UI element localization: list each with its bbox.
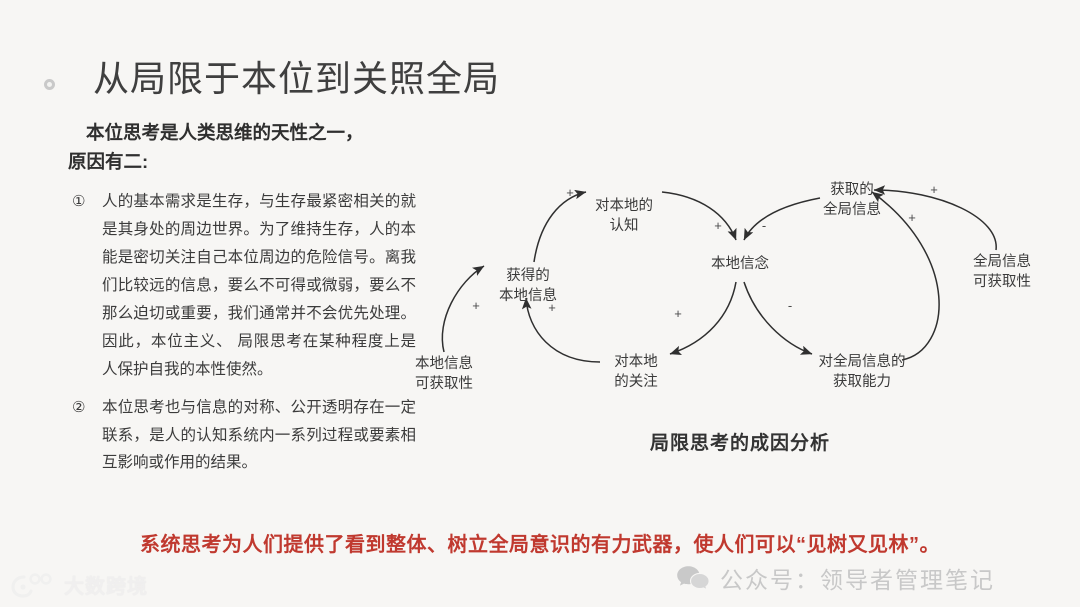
- node-label-line: 全局信息: [973, 252, 1031, 270]
- link-global-avail-to-global-info: [873, 185, 997, 251]
- wechat-icon: [677, 566, 710, 591]
- link-local-cog-to-local-belief: [661, 191, 737, 241]
- node-label-line: 认知: [610, 217, 639, 234]
- node-label-line: 获取的: [830, 181, 874, 198]
- diagram-caption: 局限思考的成因分析: [649, 433, 830, 454]
- sign-local-focus-local-info: +: [548, 300, 556, 315]
- slide-header: 从局限于本位到关照全局: [44, 26, 500, 126]
- diagram-node-global-info: 获取的 全局信息: [823, 181, 881, 218]
- node-label-line: 对全局信息的: [819, 352, 906, 370]
- circle-outline-icon: [44, 78, 55, 90]
- node-label-line: 可获取性: [415, 375, 473, 392]
- sign-local-info-local-cog: +: [566, 185, 574, 200]
- link-global-cap-to-global-info: [871, 191, 940, 361]
- diagram-node-local-focus: 对本地 的关注: [614, 353, 658, 390]
- list-item: ② 本位思考也与信息的对称、公开透明存在一定联系，是人的认知系统内一系列过程或要…: [68, 394, 416, 478]
- sign-global-info-local-belief: -: [762, 218, 766, 233]
- sign-local-cog-local-belief: +: [714, 218, 722, 233]
- brand-watermark-left: 大数跨境: [10, 570, 148, 599]
- page-title: 从局限于本位到关照全局: [93, 58, 501, 100]
- link-local-info-to-local-cog: [533, 189, 587, 263]
- left-text-column: 本位思考是人类思维的天性之一， 原因有二: ① 人的基本需求是生存，与生存最紧密…: [68, 118, 416, 487]
- sign-local-avail-local-info: +: [472, 298, 480, 313]
- node-label-line: 本地信息: [415, 355, 473, 372]
- node-label-line: 全局信息: [823, 200, 881, 218]
- link-local-focus-to-local-info: [521, 297, 601, 363]
- conclusion-text: 系统思考为人们提供了看到整体、树立全局意识的有力武器，使人们可以“见树又见林”。: [140, 534, 940, 556]
- lead-line-1: 本位思考是人类思维的天性之一，: [86, 122, 364, 143]
- node-label-line: 的关注: [614, 373, 658, 390]
- node-label-line: 获得的: [506, 267, 550, 284]
- node-label-line: 可获取性: [973, 273, 1031, 290]
- numbered-points-list: ① 人的基本需求是生存，与生存最紧密相关的就是其身处的周边世界。为了维持生存，人…: [68, 188, 416, 477]
- diagram-svg: + + + + + - - + + 本地信息 可获取性 获得的 本地信息 对本地…: [415, 181, 1031, 392]
- link-local-belief-to-global-cap: [743, 281, 813, 355]
- node-label-line: 本地信念: [711, 254, 769, 272]
- lead-line-2: 原因有二:: [68, 151, 149, 173]
- list-item: ① 人的基本需求是生存，与生存最紧密相关的就是其身处的周边世界。为了维持生存，人…: [68, 188, 416, 383]
- diagram-node-global-cap: 对全局信息的 获取能力: [819, 352, 906, 390]
- node-label-line: 获取能力: [833, 373, 891, 390]
- diagram-node-global-avail: 全局信息 可获取性: [973, 252, 1031, 290]
- brand-watermark-right-text: 公众号：领导者管理笔记: [720, 567, 995, 593]
- sign-local-belief-local-focus: +: [674, 306, 682, 321]
- brand-watermark-right: 公众号：领导者管理笔记: [676, 561, 995, 595]
- brand-watermark-left-text: 大数跨境: [64, 576, 148, 598]
- node-label-line: 对本地: [614, 353, 658, 370]
- diagram-node-local-avail: 本地信息 可获取性: [415, 355, 473, 392]
- node-label-line: 对本地的: [595, 197, 653, 214]
- list-item-text: 本位思考也与信息的对称、公开透明存在一定联系，是人的认知系统内一系列过程或要素相…: [102, 398, 416, 472]
- sign-global-cap-global-info: +: [908, 210, 916, 225]
- link-local-avail-to-local-info: [441, 265, 485, 353]
- node-label-line: 本地信息: [499, 287, 557, 304]
- diagram-node-local-info: 获得的 本地信息: [499, 267, 557, 304]
- link-local-belief-to-local-focus: [669, 281, 737, 356]
- diagram-node-local-belief: 本地信念: [711, 254, 769, 272]
- list-item-marker: ②: [72, 398, 86, 416]
- lead-paragraph: 本位思考是人类思维的天性之一， 原因有二:: [68, 118, 416, 176]
- sign-global-avail-global-info: +: [930, 182, 938, 197]
- diagram-node-local-cog: 对本地的 认知: [595, 197, 653, 234]
- list-item-marker: ①: [72, 193, 86, 211]
- sign-local-belief-global-cap: -: [788, 298, 792, 313]
- link-global-info-to-local-belief: [743, 197, 821, 241]
- causal-loop-diagram: + + + + + - - + + 本地信息 可获取性 获得的 本地信息 对本地…: [400, 170, 1080, 454]
- list-item-text: 人的基本需求是生存，与生存最紧密相关的就是其身处的周边世界。为了维持生存，人的本…: [102, 193, 416, 378]
- brand-logo-icon: [11, 572, 52, 598]
